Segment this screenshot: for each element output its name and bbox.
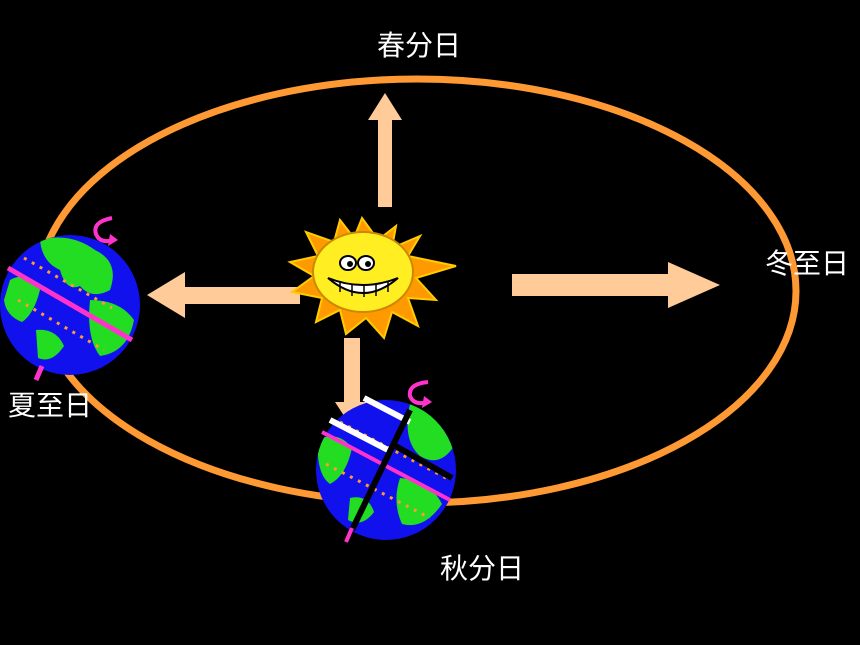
autumn-equinox-label: 秋分日 — [440, 552, 525, 585]
earth-globe-icon — [0, 235, 140, 381]
arrow-left — [147, 272, 300, 318]
sun-face — [312, 231, 414, 313]
sun-pupil-right — [365, 261, 371, 267]
arrow-up — [368, 93, 402, 207]
summer-solstice-label: 夏至日 — [8, 389, 93, 422]
spring-equinox-label: 春分日 — [377, 29, 462, 62]
sun-pupil-left — [347, 261, 353, 267]
earth-globe-icon — [316, 395, 456, 543]
sun-teeth — [339, 282, 389, 297]
rotation-arrow-icon — [93, 216, 118, 246]
arrow-right — [512, 262, 720, 308]
sun-smile — [327, 277, 399, 294]
rotation-arrow-icon — [407, 380, 432, 408]
winter-solstice-label: 冬至日 — [765, 247, 850, 280]
smiling-sun-icon — [287, 215, 457, 340]
